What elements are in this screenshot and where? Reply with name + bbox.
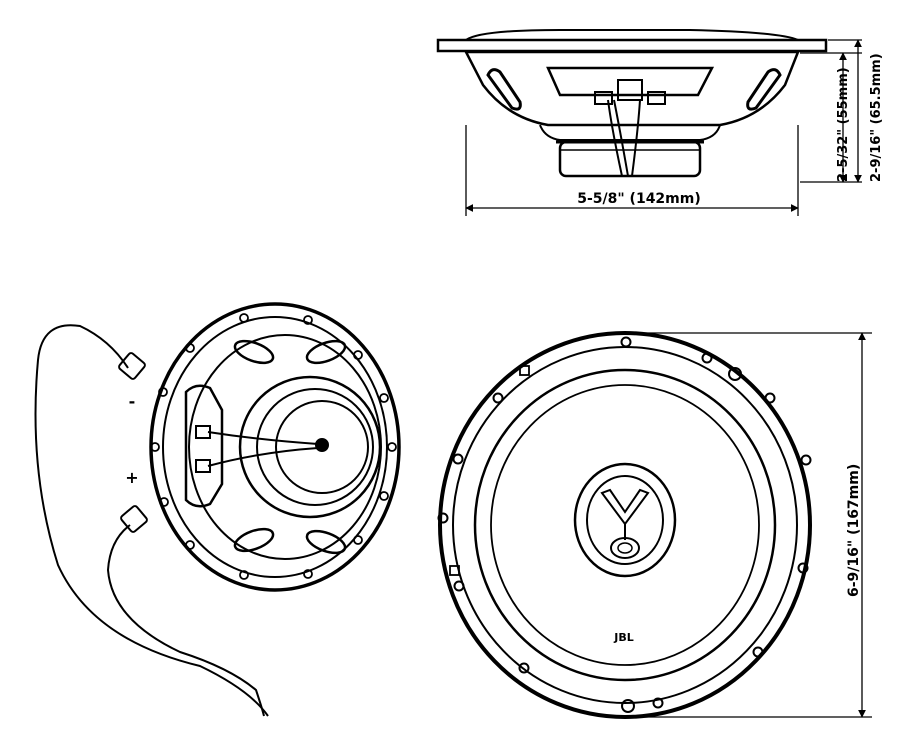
rear-lead-b (207, 447, 319, 467)
side-terminal-tab-left (594, 91, 613, 105)
rear-slot-bottom-right (305, 529, 347, 555)
front-tab-left (449, 565, 460, 576)
front-tweeter-dome (610, 537, 640, 559)
side-vent-left (486, 68, 522, 111)
side-wire-a (607, 99, 623, 177)
rear-slot-bottom-left (233, 527, 275, 553)
rear-mounting-holes (150, 313, 397, 580)
side-cone-top (465, 29, 799, 41)
rear-slot-top-right (305, 339, 347, 365)
positive-terminal-label: + (125, 468, 138, 487)
speaker-rear-view-icon (149, 302, 401, 592)
side-wire-b (613, 99, 629, 177)
front-tweeter-dome-inner (617, 542, 633, 554)
diameter-dimension-label: 6-9/16" (167mm) (846, 464, 862, 597)
side-terminal-tab-right (647, 91, 666, 105)
side-wire-c (631, 99, 641, 177)
negative-terminal-label: - (129, 392, 136, 411)
rear-basket (188, 334, 382, 560)
side-flange (436, 38, 828, 53)
side-terminal-center (617, 79, 643, 101)
rear-terminal-neg (195, 425, 211, 439)
positive-wire (106, 524, 265, 717)
negative-wire (34, 324, 269, 717)
rear-lead-a (207, 431, 319, 445)
side-basket-lip (539, 124, 721, 141)
side-dimension-lines (465, 39, 862, 216)
side-magnet (558, 140, 702, 178)
rear-terminal-plate (184, 384, 224, 508)
front-cone (490, 384, 760, 666)
rear-magnet-ring (256, 388, 374, 506)
side-vent-right (746, 68, 782, 111)
front-tweeter-bridge (600, 488, 650, 526)
rear-magnet-inner (275, 400, 369, 494)
side-terminal-block (546, 66, 715, 97)
brand-logo: JBL (613, 631, 634, 644)
front-dimension-lines (625, 332, 872, 718)
side-basket (463, 50, 800, 127)
width-dimension-label: 5-5/8" (142mm) (577, 191, 701, 207)
rear-magnet-outer (238, 375, 382, 519)
rear-terminal-pos (195, 459, 211, 473)
speaker-front-view-icon (437, 331, 812, 719)
front-surround (473, 368, 777, 682)
front-tweeter-ring (586, 475, 664, 565)
depth-total-dimension-label: 2-9/16" (65.5mm) (869, 53, 884, 182)
front-tab-top-left (519, 365, 530, 376)
front-mounting-holes (437, 336, 812, 713)
rear-slot-top-left (233, 339, 275, 365)
speaker-side-profile-icon (436, 29, 828, 178)
front-tweeter-outer (573, 462, 677, 578)
speaker-wire-icon (34, 324, 269, 717)
negative-connector (118, 352, 146, 380)
rear-rim-inner (162, 316, 388, 578)
rear-vent-hole (315, 438, 329, 452)
positive-connector (120, 505, 148, 533)
depth-short-dimension-label: 2-5/32" (55mm) (836, 67, 851, 182)
